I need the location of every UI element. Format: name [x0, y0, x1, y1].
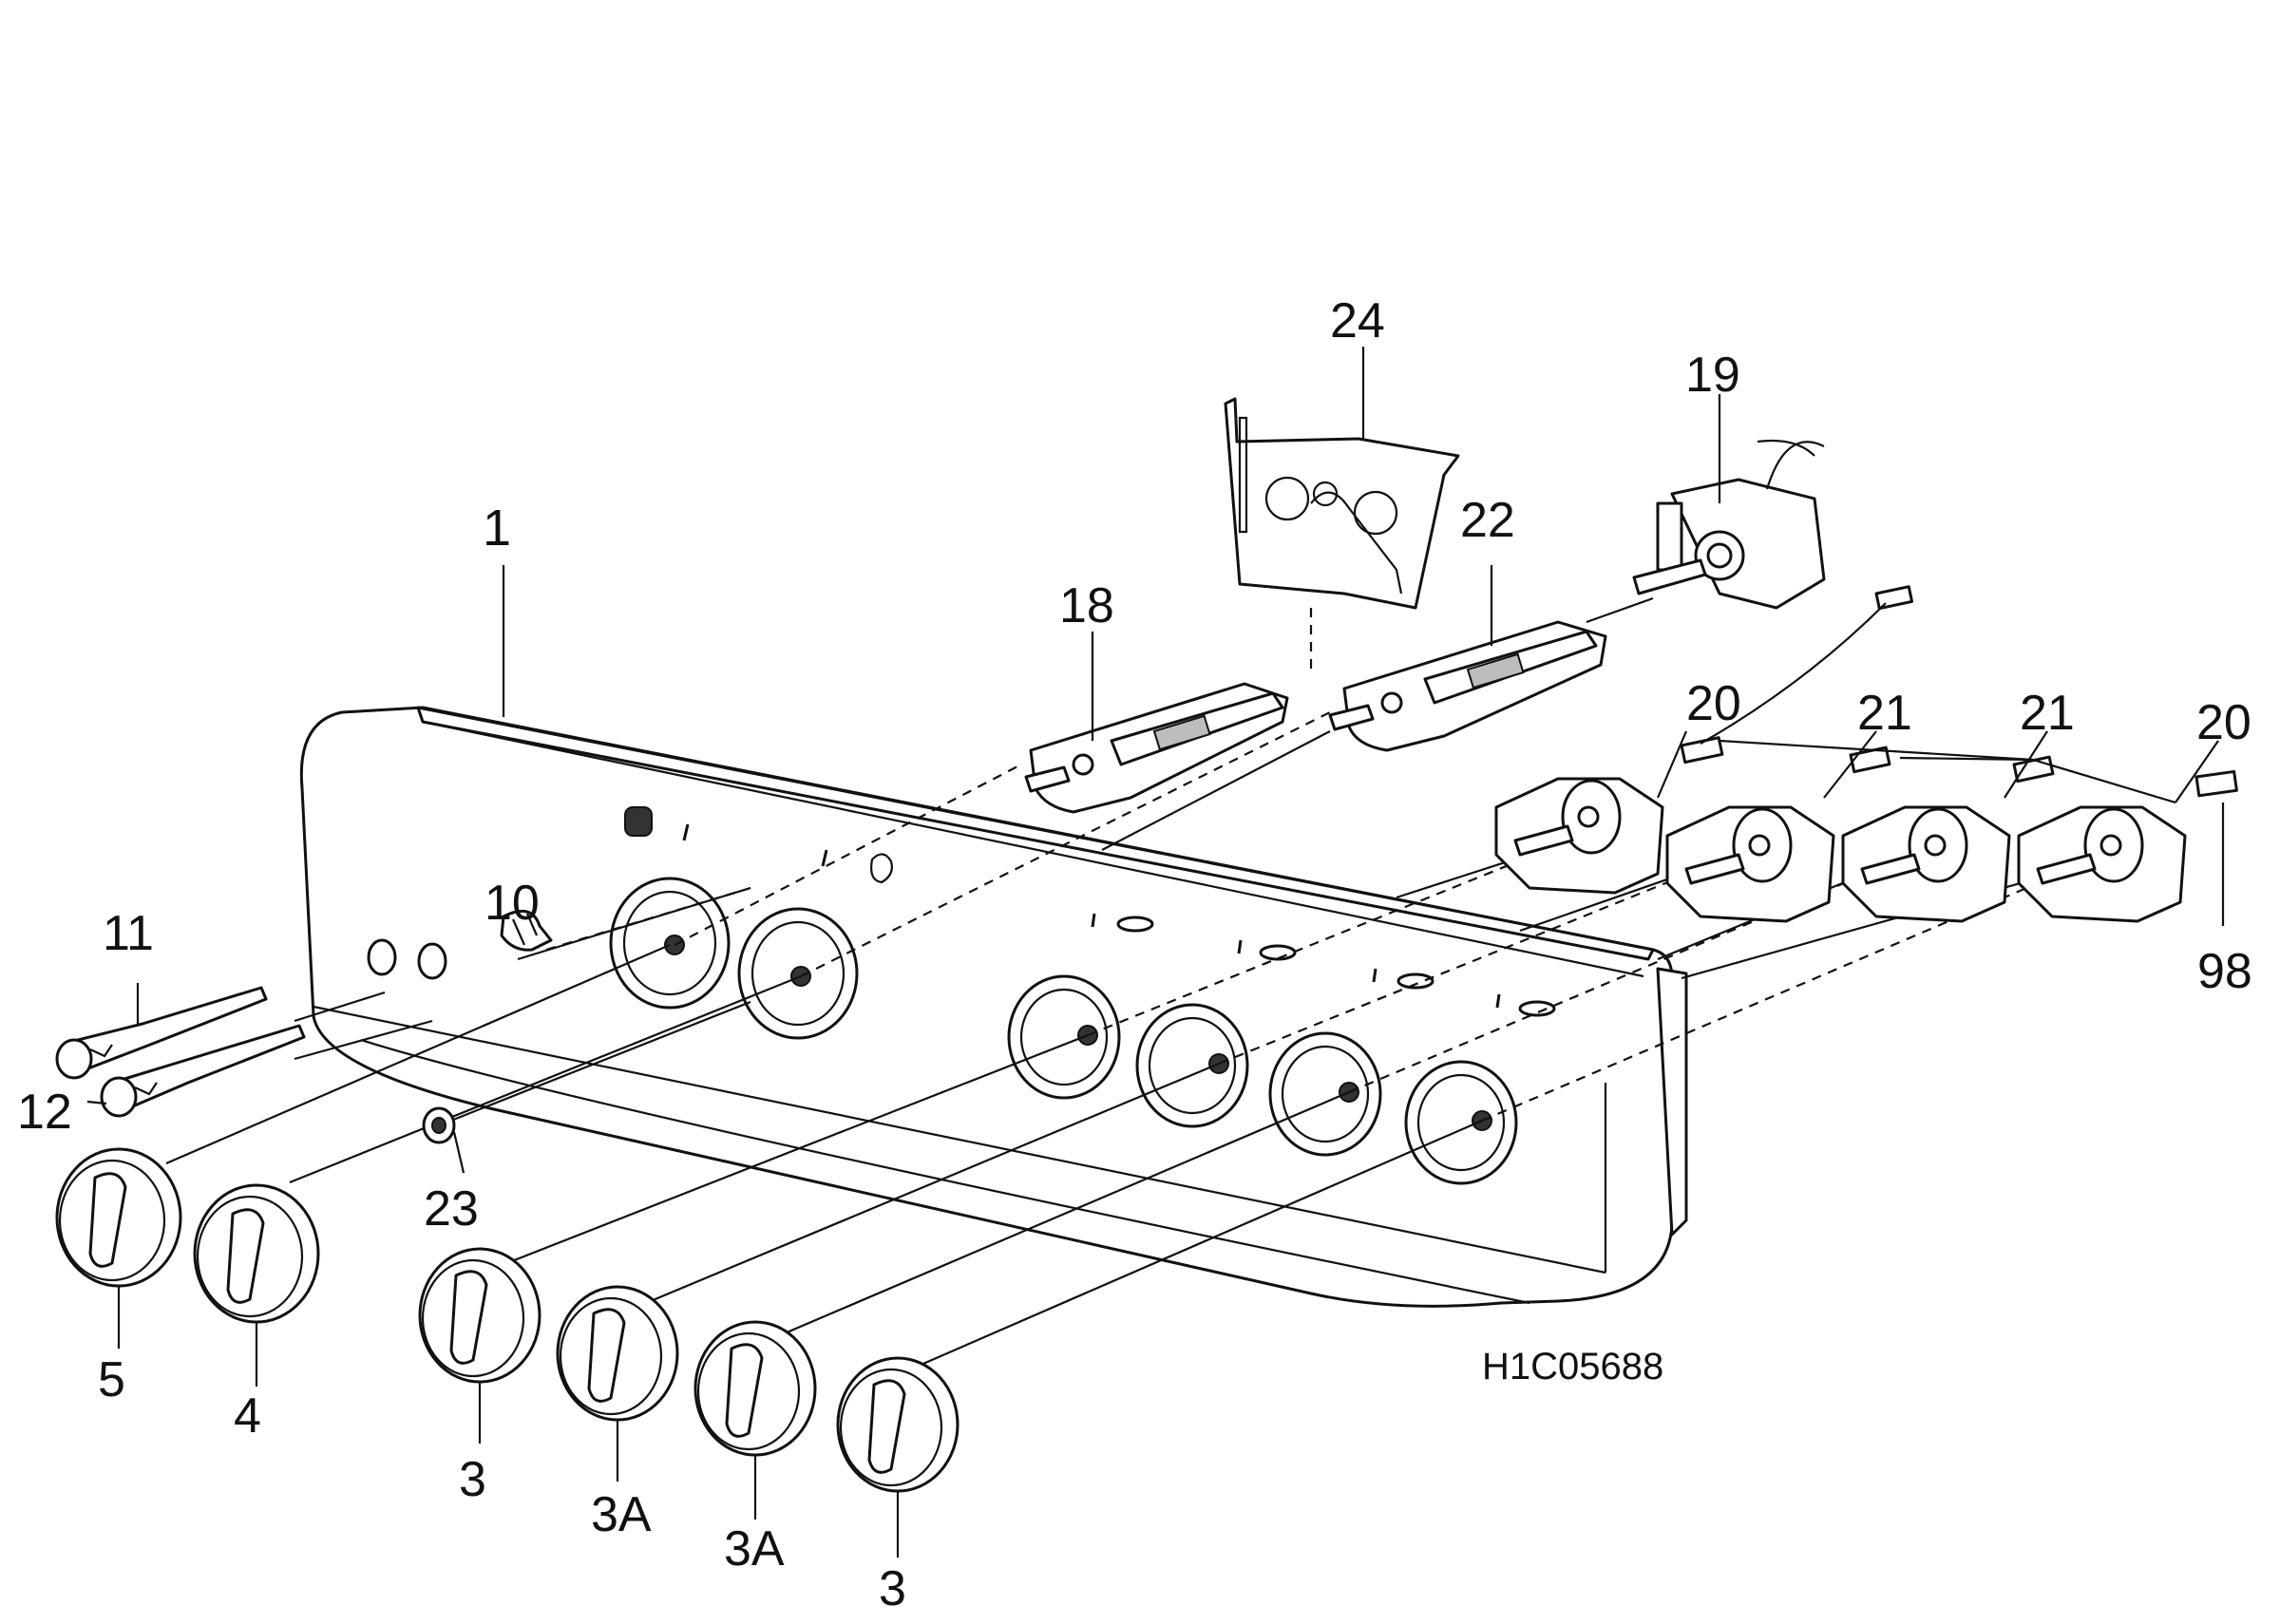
callout-21-left: 21 [1857, 686, 1912, 741]
callout-10: 10 [484, 876, 540, 931]
callout-21-right: 21 [2020, 686, 2075, 741]
regulator-21-right [1841, 805, 2011, 923]
callout-18: 18 [1059, 578, 1114, 633]
callout-11: 11 [103, 906, 154, 961]
callout-3-left: 3 [459, 1452, 486, 1507]
switch-18 [1024, 682, 1289, 814]
regulator-20-left [1494, 777, 1664, 895]
callout-12: 12 [17, 1085, 72, 1140]
pushbutton-12 [100, 942, 447, 1118]
lamp-10 [500, 909, 553, 952]
callout-24: 24 [1330, 293, 1385, 349]
callout-23: 23 [424, 1181, 479, 1237]
knob-3a-left [556, 1285, 679, 1422]
callout-leaders [86, 347, 2219, 1558]
panel-dial-mounts [609, 877, 1518, 1185]
control-panel [299, 706, 1688, 1308]
callout-labels: 1 11 12 10 23 5 4 3 3A 3A 3 18 22 24 19 … [17, 293, 2252, 1616]
regulator-20-right [2017, 805, 2187, 923]
thermostat-19 [1632, 439, 1826, 610]
knob-4 [193, 1183, 320, 1324]
bracket-24 [1224, 397, 1460, 610]
pushbutton-11 [55, 938, 397, 1080]
callout-3-right: 3 [879, 1561, 906, 1616]
callout-20-right: 20 [2196, 695, 2252, 750]
callout-3a-right: 3A [724, 1521, 785, 1577]
lamp-holder-23 [422, 1106, 456, 1144]
connectors [1680, 585, 2176, 804]
callout-4: 4 [234, 1388, 261, 1444]
callout-5: 5 [98, 1352, 125, 1407]
callout-22: 22 [1460, 493, 1515, 548]
callout-20-left: 20 [1686, 676, 1741, 731]
knob-3-left [418, 1247, 542, 1384]
switch-22 [1328, 620, 1607, 752]
drawing-code: H1C05688 [1482, 1346, 1663, 1388]
connector-98 [2194, 769, 2238, 926]
callout-1: 1 [483, 500, 511, 557]
knob-5 [55, 1147, 182, 1288]
knob-3-right [836, 1356, 960, 1493]
callout-19: 19 [1685, 348, 1740, 403]
alignment-lines [165, 596, 2072, 1393]
regulator-21-left [1665, 805, 1835, 923]
callout-98: 98 [2197, 944, 2252, 999]
knob-3a-right [694, 1320, 817, 1457]
callout-3a-left: 3A [591, 1487, 652, 1542]
